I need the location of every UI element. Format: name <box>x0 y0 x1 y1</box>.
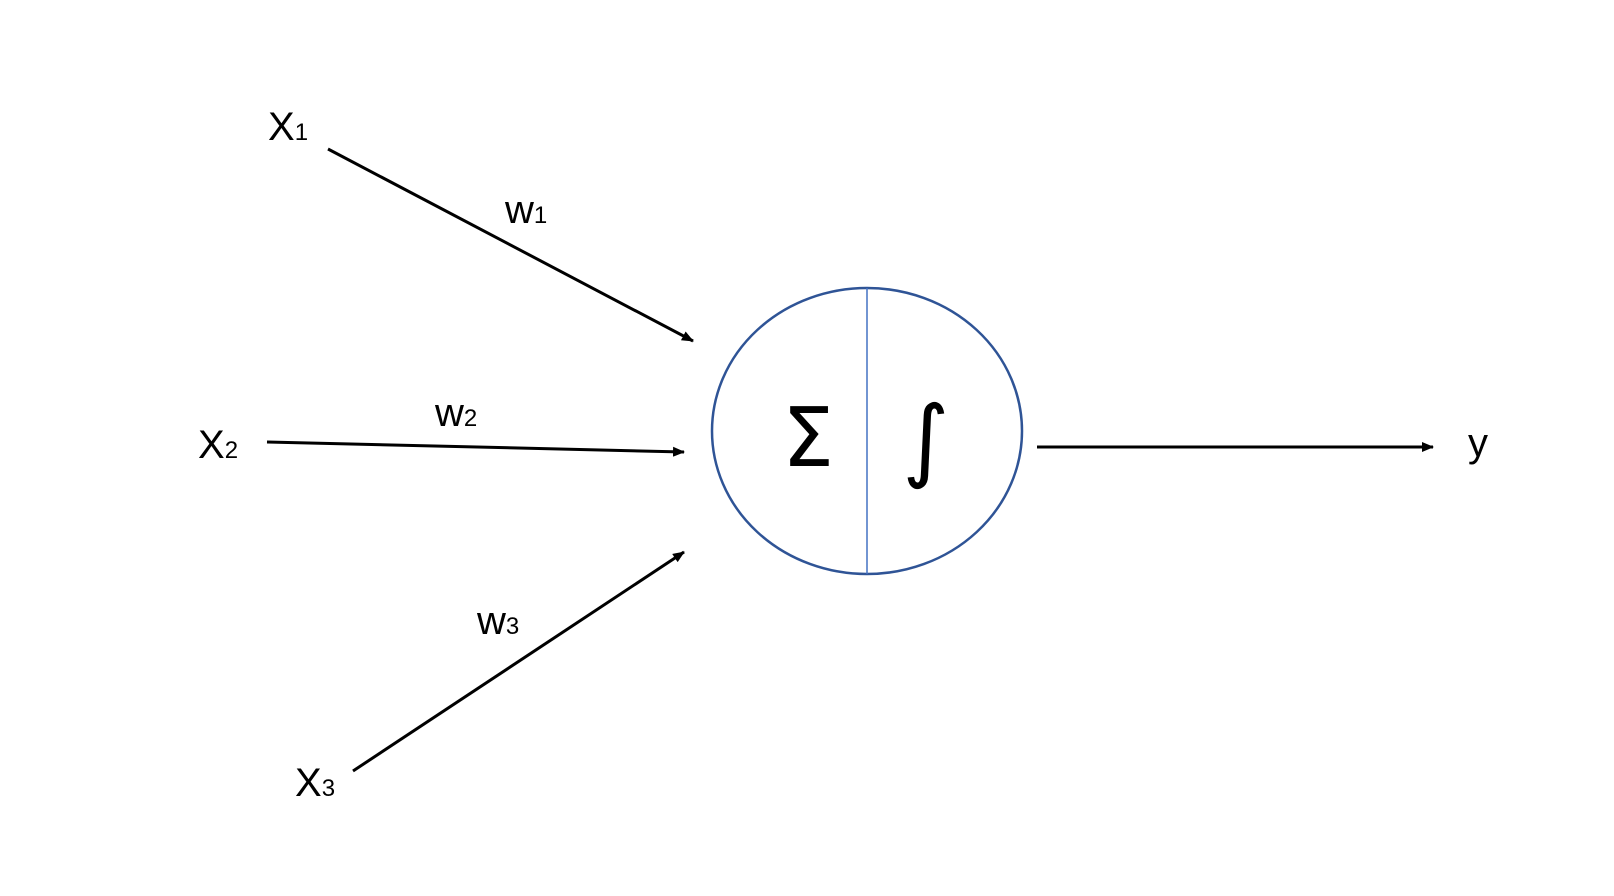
input-arrow-3 <box>352 550 685 773</box>
input-label-x3: X3 <box>295 761 335 805</box>
input-label-x2: X2 <box>198 423 238 467</box>
weight-label-w2: w2 <box>434 391 477 435</box>
output-label-y: y <box>1468 421 1488 465</box>
weight-label-w3: w3 <box>476 599 519 643</box>
weight-label-w1: w1 <box>504 188 547 232</box>
activation-symbol: ∫ <box>903 387 950 492</box>
input-arrow-1 <box>327 147 694 343</box>
input-label-x1: X1 <box>268 105 308 149</box>
input-arrow-2 <box>266 440 685 457</box>
sum-symbol: Σ <box>782 391 834 486</box>
